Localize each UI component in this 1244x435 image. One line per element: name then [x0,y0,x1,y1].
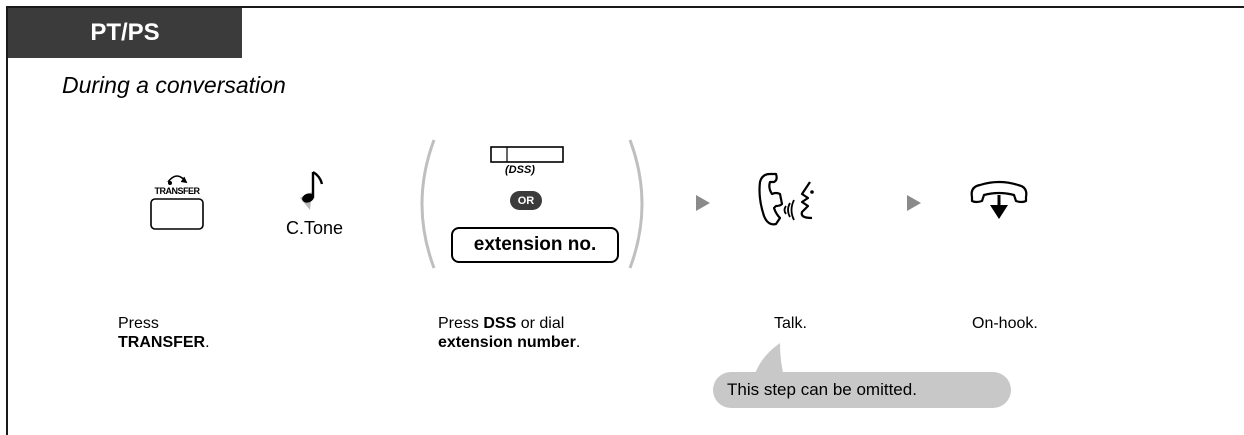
step1-instruction: Press TRANSFER. [118,314,210,352]
onhook-handset-icon [966,177,1032,227]
diagram-frame [6,6,1244,435]
right-triangle-icon [905,194,923,212]
dss-button-icon [490,145,564,165]
tip-bubble: This step can be omitted. [713,372,1011,408]
step2-instruction-line1: Press DSS or dial [438,314,580,333]
step2-instruction-ext: extension number [438,334,576,351]
option-group-right-paren [626,138,656,270]
music-note-icon [296,168,326,214]
step1-instruction-key: TRANSFER [118,334,206,351]
step1-instruction-period: . [205,334,210,351]
dss-label: (DSS) [505,164,535,176]
step1-instruction-line1: Press [118,315,159,332]
tone-label: C.Tone [286,218,344,238]
step2-instruction: Press DSS or dial extension number. [438,314,580,352]
option-group-left-paren [408,138,438,270]
tip-bubble-pointer [740,341,790,377]
step4-instruction: On-hook. [972,315,1038,332]
or-badge: OR [510,191,542,210]
transfer-button-caption: TRANSFER [154,186,201,196]
step3-instruction: Talk. [774,315,807,332]
tip-text: This step can be omitted. [727,380,917,399]
header-tab: PT/PS [8,8,242,58]
transfer-button-icon [146,168,208,232]
step2-instruction-line2: extension number. [438,333,580,352]
step2-instruction-mid: or dial [516,315,565,332]
step2-instruction-period: . [575,334,581,351]
right-triangle-icon [694,194,712,212]
step2-instruction-prefix: Press [438,315,484,332]
step2-instruction-dss: DSS [483,315,517,332]
step1-instruction-line2: TRANSFER. [118,333,210,352]
subtitle: During a conversation [62,72,286,98]
extension-number-box: extension no. [451,227,619,263]
handset-talk-icon [756,168,822,230]
